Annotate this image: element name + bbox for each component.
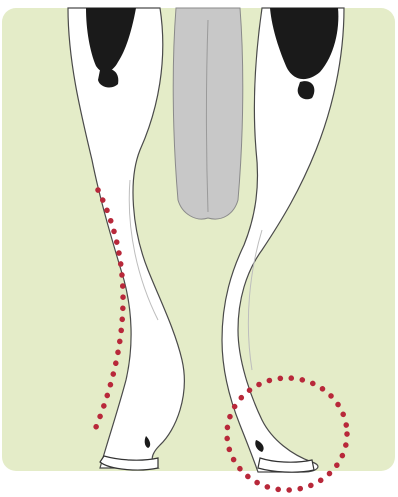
udder bbox=[173, 8, 243, 219]
left-hind-leg bbox=[68, 8, 184, 468]
right-dark-patch-small bbox=[298, 81, 315, 99]
